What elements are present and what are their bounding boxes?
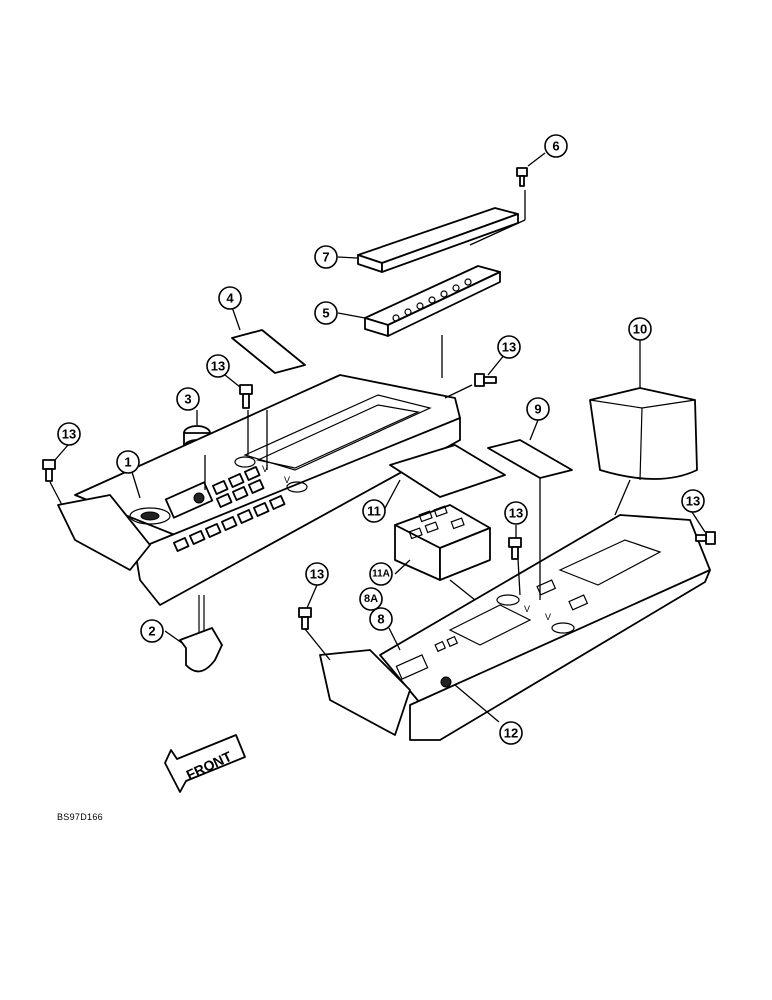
- svg-text:13: 13: [310, 567, 324, 582]
- bolt-13-mid: [508, 537, 522, 560]
- callout-1: 1: [116, 450, 140, 474]
- screw-6: [516, 167, 528, 187]
- callout-11: 11: [362, 499, 386, 523]
- svg-text:12: 12: [504, 726, 518, 741]
- svg-text:11: 11: [367, 504, 381, 519]
- svg-text:8: 8: [377, 612, 384, 627]
- callout-8: 8: [369, 607, 393, 631]
- part-5-switch-bar: [364, 265, 501, 337]
- bolt-13-left: [42, 459, 56, 482]
- svg-text:13: 13: [502, 340, 516, 355]
- callout-8a: 8A: [359, 587, 383, 611]
- svg-text:3: 3: [184, 392, 191, 407]
- part-9-pad: [487, 439, 573, 479]
- svg-text:V: V: [262, 464, 268, 474]
- svg-text:4: 4: [226, 291, 234, 306]
- part-11a-switch-box: [394, 504, 491, 581]
- callout-7: 7: [314, 245, 338, 269]
- callout-13-right: 13: [681, 489, 705, 513]
- part-10-cup-holder: [589, 387, 698, 481]
- callout-12: 12: [499, 721, 523, 745]
- callout-13-left: 13: [57, 422, 81, 446]
- svg-text:V: V: [524, 604, 530, 614]
- svg-text:9: 9: [534, 402, 541, 417]
- svg-text:11A: 11A: [372, 569, 390, 580]
- part-8-right-console: V V: [319, 514, 711, 741]
- part-2-stand: [179, 595, 223, 673]
- bolt-13-lower: [298, 607, 312, 630]
- svg-text:13: 13: [686, 494, 700, 509]
- part-11-pad: [389, 444, 506, 498]
- svg-text:8A: 8A: [364, 593, 378, 605]
- callout-9: 9: [526, 397, 550, 421]
- callout-4: 4: [218, 286, 242, 310]
- callout-10: 10: [628, 317, 652, 341]
- svg-text:6: 6: [552, 139, 559, 154]
- svg-text:V: V: [545, 612, 551, 622]
- leader-lines: [49, 152, 706, 723]
- part-7-top-cover: [357, 207, 519, 273]
- bolt-13-top: [239, 384, 253, 409]
- part-4-pad: [231, 329, 306, 374]
- bolt-13-right: [695, 531, 716, 545]
- svg-text:V: V: [284, 475, 290, 485]
- svg-text:13: 13: [62, 427, 76, 442]
- callout-13-center: 13: [497, 335, 521, 359]
- svg-text:13: 13: [509, 506, 523, 521]
- svg-text:5: 5: [322, 306, 329, 321]
- callout-13-mid: 13: [504, 501, 528, 525]
- svg-text:10: 10: [633, 322, 647, 337]
- front-direction-arrow: FRONT: [164, 734, 246, 793]
- svg-text:1: 1: [124, 455, 131, 470]
- svg-text:2: 2: [148, 624, 155, 639]
- bolt-13-center: [474, 373, 497, 387]
- callout-3: 3: [176, 387, 200, 411]
- svg-text:13: 13: [211, 359, 225, 374]
- reference-code: BS97D166: [57, 812, 103, 822]
- callout-2: 2: [140, 619, 164, 643]
- callout-6: 6: [544, 134, 568, 158]
- callout-5: 5: [314, 301, 338, 325]
- callout-11a: 11A: [369, 562, 393, 586]
- callout-13-lower: 13: [305, 562, 329, 586]
- svg-text:7: 7: [322, 250, 329, 265]
- callout-13-top: 13: [206, 354, 230, 378]
